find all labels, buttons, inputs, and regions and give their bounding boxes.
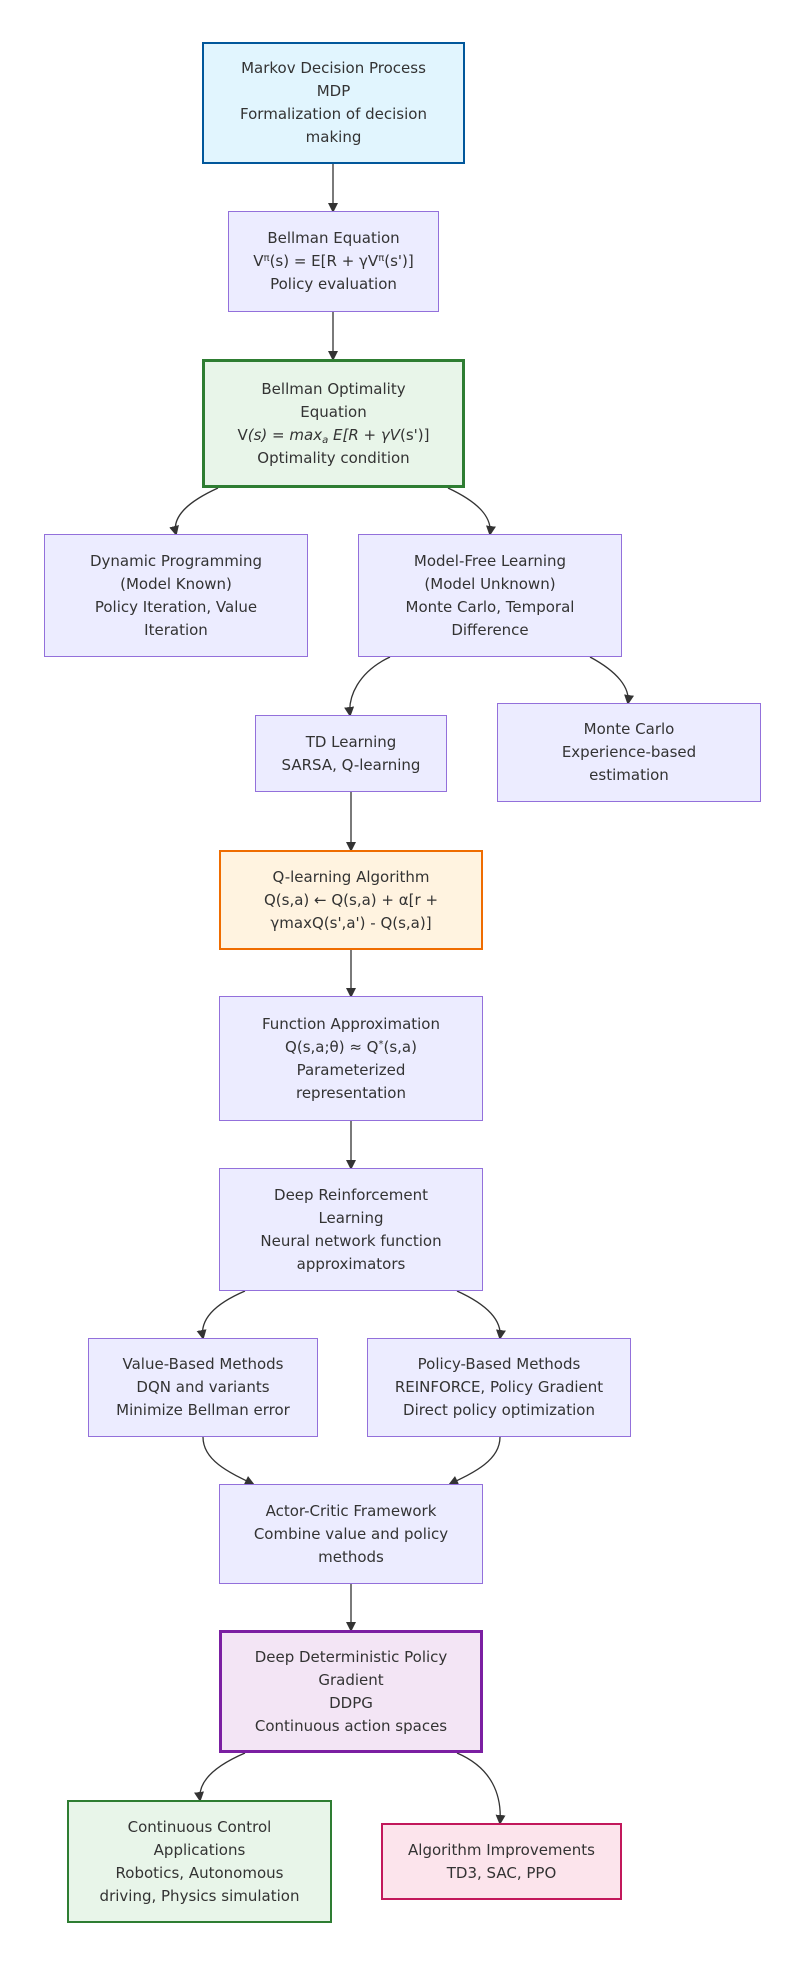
edge-ddpg-improvements [456, 1752, 506, 1825]
policy-desc-line1: REINFORCE, Policy Gradient [394, 1378, 604, 1396]
dp-desc-line1: Policy Iteration, Value [94, 597, 258, 616]
mdp-abbrev: MDP [316, 82, 351, 100]
edge-modelfree-mc [589, 656, 635, 705]
node-model-free-learning: Model-Free Learning (Model Unknown) Mont… [358, 534, 622, 657]
mc-desc-line2: estimation [589, 766, 669, 784]
improvements-desc: TD3, SAC, PPO [446, 1863, 557, 1882]
td-title: TD Learning [305, 732, 397, 751]
actor-desc-line1: Combine value and policy [253, 1524, 449, 1543]
funcapprox-formula: Q(s,a;θ) ≈ Q*(s,a) [285, 1037, 417, 1056]
drl-desc-line2: approximators [296, 1254, 406, 1273]
edge-policy-actor [448, 1436, 501, 1486]
edge-optimality-modelfree [447, 487, 496, 536]
node-bellman-equation: Bellman Equation Vπ(s) = E[R + γVπ(s')] … [228, 211, 439, 312]
mdp-title: Markov Decision Process [241, 59, 426, 77]
dp-subtitle: (Model Known) [120, 574, 232, 593]
mc-desc-line1: Experience-based [561, 743, 697, 761]
control-desc-line1: Robotics, Autonomous [115, 1863, 284, 1882]
improvements-title: Algorithm Improvements [408, 1840, 595, 1859]
modelfree-title: Model-Free Learning [413, 551, 567, 570]
optimality-formula: V(s) = maxa E[R + γV(s')] [237, 425, 430, 446]
ddpg-title-line1: Deep Deterministic Policy [254, 1647, 448, 1666]
modelfree-subtitle: (Model Unknown) [424, 574, 556, 593]
mdp-desc-line2: making [305, 128, 362, 146]
mc-title: Monte Carlo [583, 720, 675, 738]
ddpg-abbrev: DDPG [329, 1693, 373, 1712]
policy-title: Policy-Based Methods [417, 1355, 581, 1373]
value-desc-line1: DQN and variants [136, 1378, 270, 1396]
node-ddpg: Deep Deterministic Policy Gradient DDPG … [219, 1630, 483, 1753]
ddpg-desc: Continuous action spaces [254, 1716, 448, 1735]
optimality-title-line1: Bellman Optimality [261, 379, 406, 398]
control-title-line2: Applications [153, 1840, 246, 1859]
policy-desc-line2: Direct policy optimization [403, 1401, 595, 1419]
node-monte-carlo: Monte Carlo Experience-based estimation [497, 703, 761, 802]
actor-title: Actor-Critic Framework [265, 1501, 437, 1520]
bellman-title: Bellman Equation [267, 229, 400, 247]
edge-drl-policy [456, 1290, 506, 1340]
value-desc-line2: Minimize Bellman error [116, 1401, 290, 1419]
optimality-title-line2: Equation [300, 402, 367, 421]
mdp-desc-line1: Formalization of decision [240, 105, 427, 123]
bellman-desc: Policy evaluation [270, 275, 397, 293]
node-q-learning: Q-learning Algorithm Q(s,a) ← Q(s,a) + α… [219, 850, 483, 950]
drl-title-line1: Deep Reinforcement [274, 1185, 428, 1204]
actor-desc-line2: methods [318, 1547, 384, 1566]
node-policy-based: Policy-Based Methods REINFORCE, Policy G… [367, 1338, 631, 1437]
value-title: Value-Based Methods [122, 1355, 284, 1373]
modelfree-desc-line1: Monte Carlo, Temporal [405, 597, 575, 616]
edge-drl-value [196, 1290, 246, 1340]
dp-desc-line2: Iteration [144, 620, 208, 639]
node-mdp: Markov Decision Process MDP Formalizatio… [202, 42, 465, 164]
qlearning-formula-line2: γmaxQ(s',a') - Q(s,a)] [270, 913, 432, 932]
edge-ddpg-control [194, 1752, 246, 1802]
node-bellman-optimality: Bellman Optimality Equation V(s) = maxa … [202, 359, 465, 488]
funcapprox-title: Function Approximation [261, 1014, 440, 1033]
node-deep-rl: Deep Reinforcement Learning Neural netwo… [219, 1168, 483, 1291]
funcapprox-desc-line2: representation [295, 1083, 406, 1102]
ddpg-title-line2: Gradient [318, 1670, 384, 1689]
edge-modelfree-td [344, 656, 391, 717]
modelfree-desc-line2: Difference [451, 620, 529, 639]
control-title-line1: Continuous Control [127, 1817, 272, 1836]
control-desc-line2: driving, Physics simulation [99, 1886, 300, 1905]
node-td-learning: TD Learning SARSA, Q-learning [255, 715, 447, 792]
dp-title: Dynamic Programming [89, 551, 263, 570]
funcapprox-desc-line1: Parameterized [296, 1060, 406, 1079]
qlearning-title: Q-learning Algorithm [272, 867, 430, 886]
node-continuous-control: Continuous Control Applications Robotics… [67, 1800, 332, 1923]
node-value-based: Value-Based Methods DQN and variants Min… [88, 1338, 318, 1437]
bellman-formula: Vπ(s) = E[R + γVπ(s')] [253, 252, 414, 270]
edge-optimality-dp [169, 487, 219, 536]
node-actor-critic: Actor-Critic Framework Combine value and… [219, 1484, 483, 1584]
drl-desc-line1: Neural network function [260, 1231, 442, 1250]
edge-value-actor [202, 1436, 255, 1486]
td-desc: SARSA, Q-learning [281, 755, 421, 774]
qlearning-formula-line1: Q(s,a) ← Q(s,a) + α[r + [263, 890, 439, 909]
node-function-approximation: Function Approximation Q(s,a;θ) ≈ Q*(s,a… [219, 996, 483, 1121]
drl-title-line2: Learning [318, 1208, 384, 1227]
node-dynamic-programming: Dynamic Programming (Model Known) Policy… [44, 534, 308, 657]
node-algorithm-improvements: Algorithm Improvements TD3, SAC, PPO [381, 1823, 622, 1900]
optimality-desc: Optimality condition [257, 448, 410, 467]
